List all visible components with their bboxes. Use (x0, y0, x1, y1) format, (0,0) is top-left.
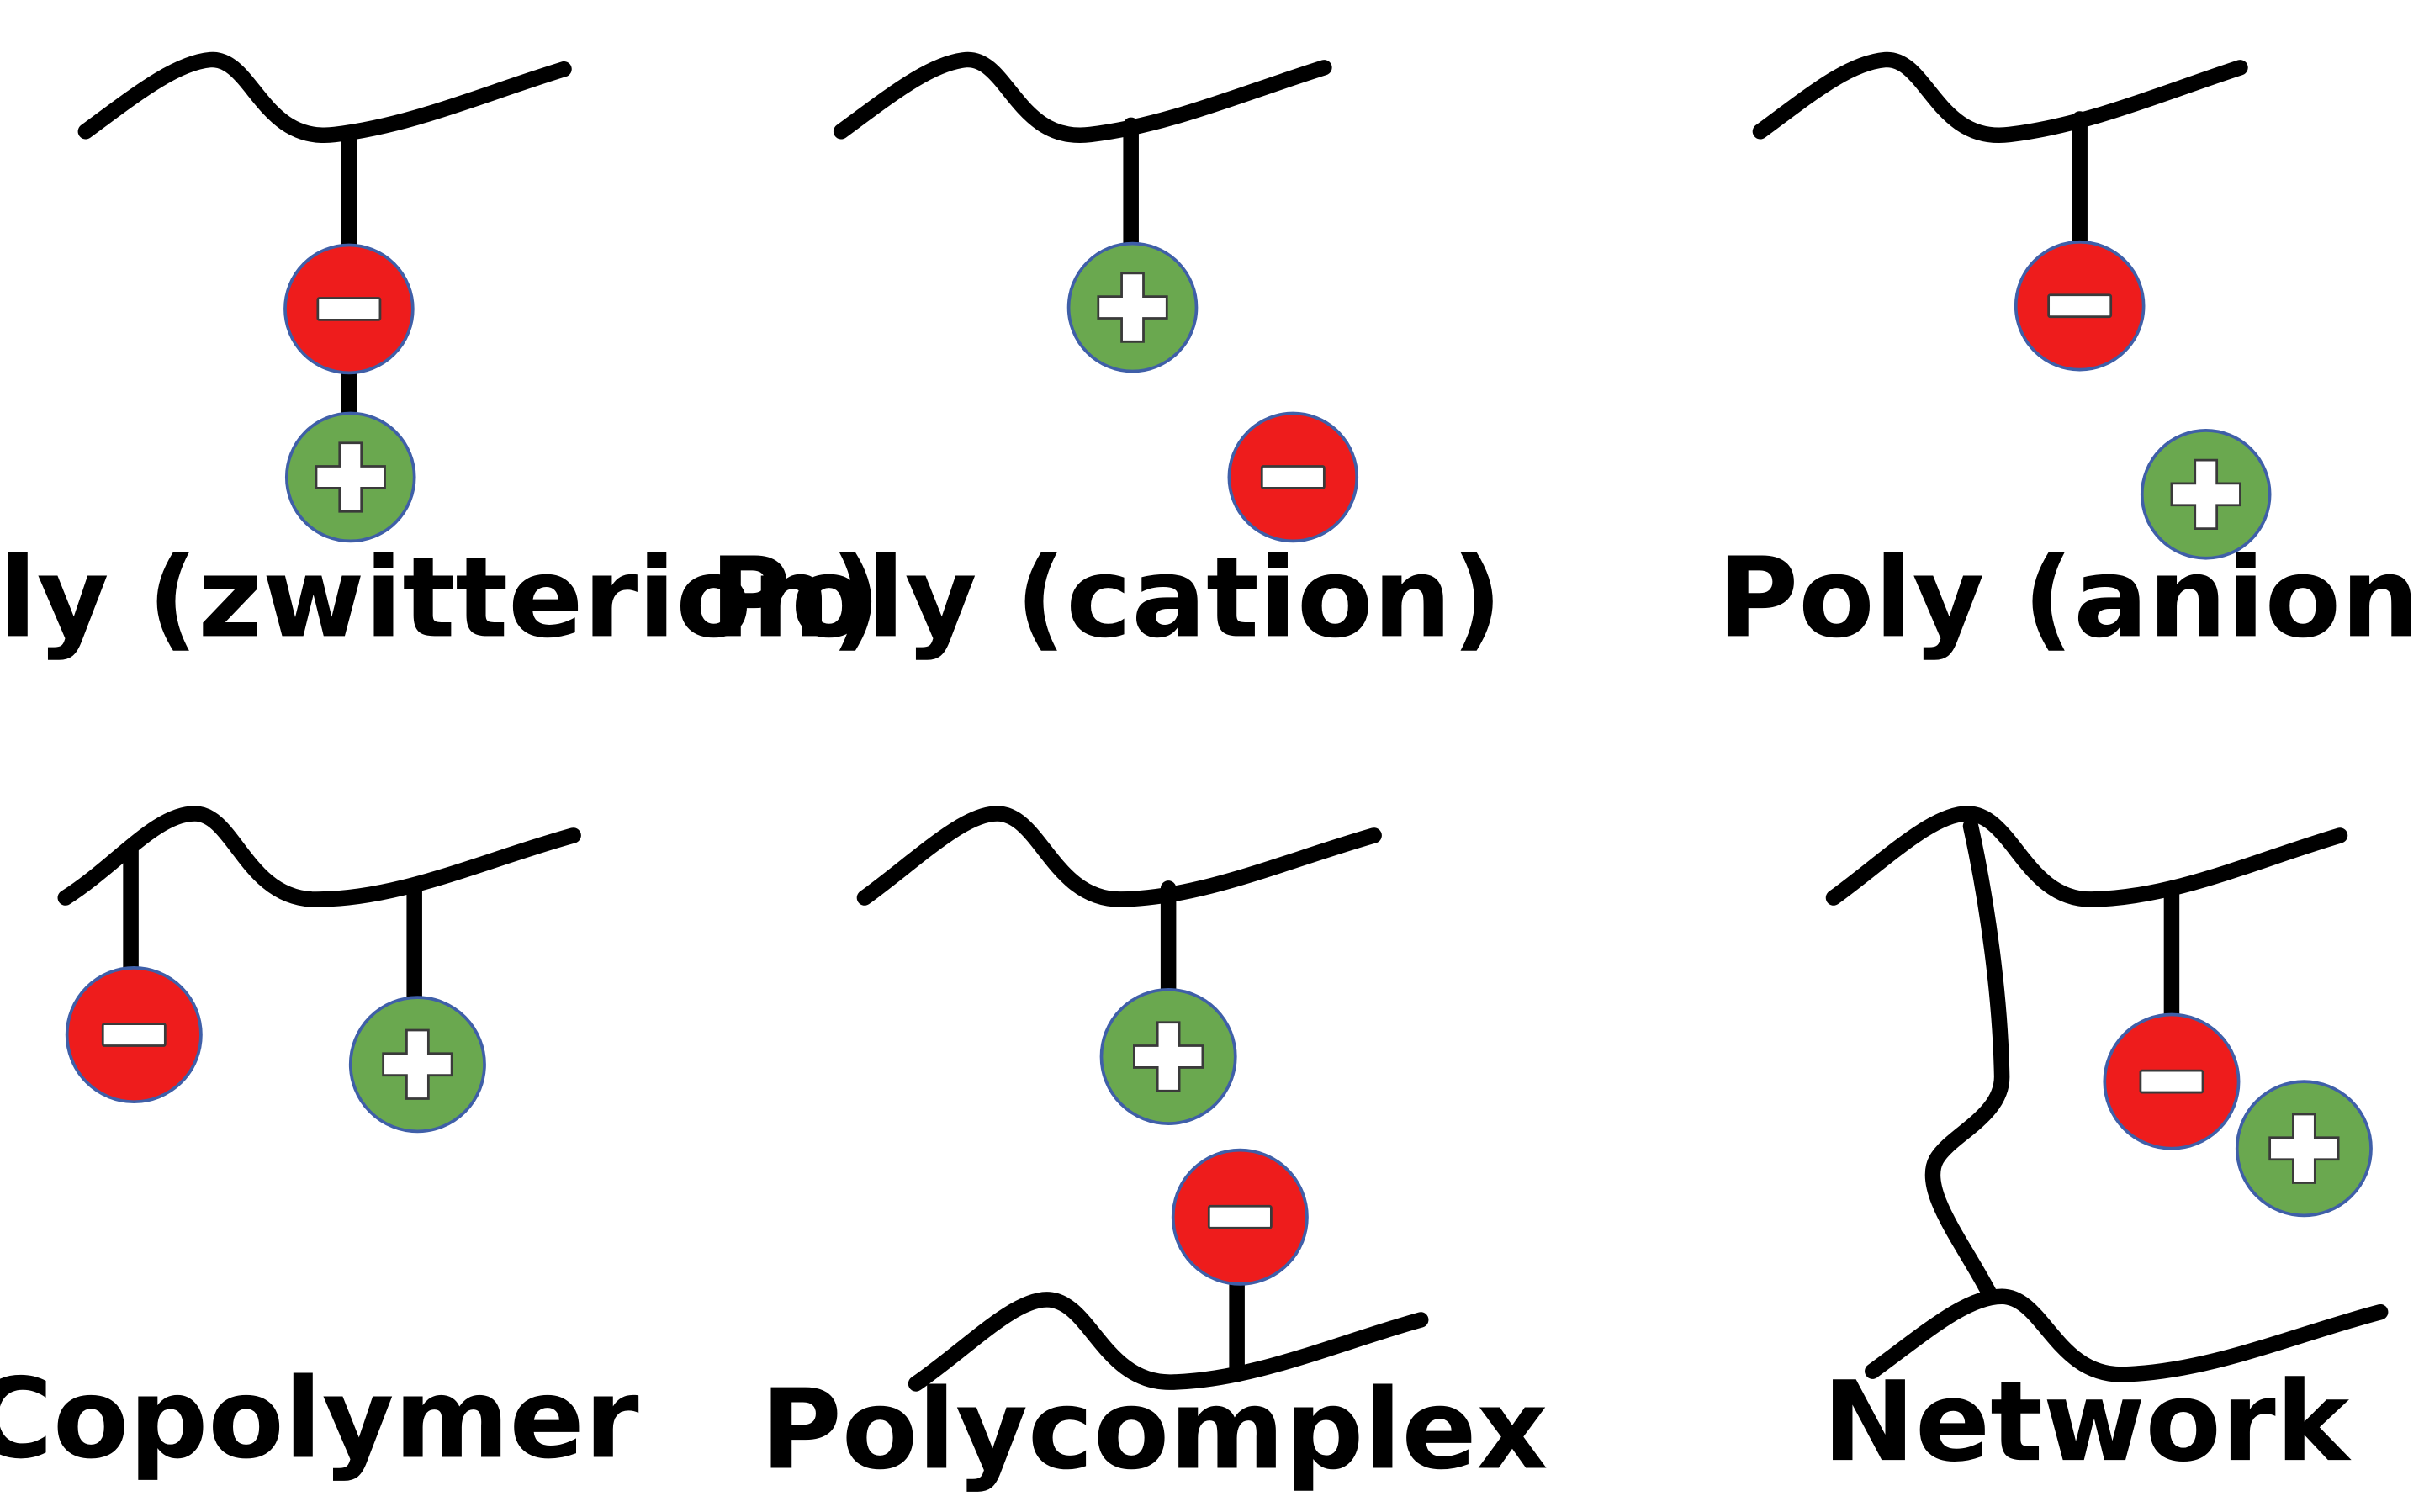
panel-label-zwitterion: Poly (zwitterion) (0, 534, 881, 663)
crosslink-chain (1924, 818, 2010, 1304)
anion-icon (283, 243, 415, 375)
polymer-backbone-upper (1825, 806, 2348, 907)
cation-icon (1066, 241, 1199, 373)
polymer-backbone (77, 51, 572, 144)
panel-label-network: Network (1823, 1358, 2352, 1487)
anion-icon (2103, 1012, 2241, 1150)
counter-anion-icon (1227, 411, 1359, 543)
polymer-backbone (1752, 51, 2248, 144)
panel-network: Network (1823, 806, 2389, 1487)
panel-label-copolymer: Copolymer (0, 1355, 639, 1483)
panel-copolymer: Copolymer (0, 806, 639, 1483)
cation-icon (1099, 987, 1237, 1125)
panel-polycomplex: Polycomplex (760, 806, 1548, 1494)
polymer-backbone (833, 51, 1332, 144)
panel-label-polycomplex: Polycomplex (760, 1366, 1548, 1494)
anion-icon (1171, 1148, 1309, 1286)
polymer-backbone-upper (856, 806, 1382, 907)
panel-cation: Poly (cation) (710, 51, 1502, 663)
cation-icon (284, 411, 416, 543)
polymer-backbone-lower (908, 1292, 1429, 1392)
anion-icon (2014, 240, 2146, 372)
polymer-backbone-lower (1865, 1288, 2389, 1382)
cation-icon (348, 996, 486, 1134)
counter-cation-icon (2140, 429, 2272, 560)
panel-anion: Poly (anion) (1717, 51, 2424, 663)
panel-zwitterion: Poly (zwitterion) (0, 51, 881, 663)
panel-label-cation: Poly (cation) (710, 534, 1502, 663)
polymer-backbone (57, 806, 581, 907)
panel-label-anion: Poly (anion) (1717, 534, 2424, 663)
cation-icon (2235, 1080, 2373, 1218)
anion-icon (65, 966, 203, 1104)
